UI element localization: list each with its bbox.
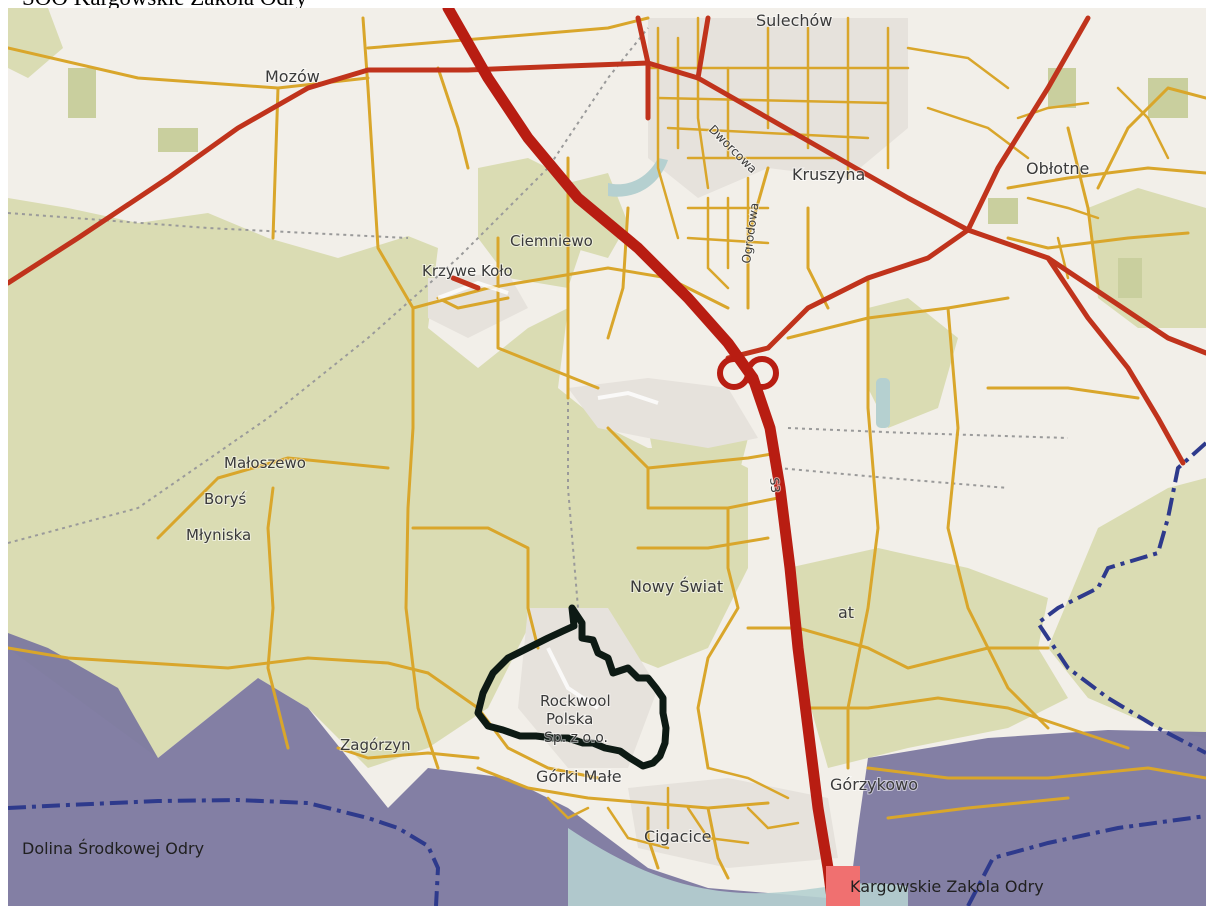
industrial-roads (437, 280, 659, 710)
label-ciemniewo: Ciemniewo (510, 232, 593, 250)
label-mlyniska: Młyniska (186, 526, 251, 544)
label-rockwool-3: Sp. z o.o. (544, 730, 608, 746)
place-labels: Sulechów Mozów Kruszyna Obłotne Ciemniew… (185, 10, 1090, 847)
town-grid-cigacice (546, 766, 800, 850)
label-maloszewo: Małoszewo (224, 454, 306, 472)
map-canvas[interactable]: Sulechów Mozów Kruszyna Obłotne Ciemniew… (8, 8, 1206, 906)
river-odra (568, 828, 908, 906)
forest-patches (68, 68, 1188, 298)
label-cigacice: Cigacice (644, 827, 711, 846)
label-mozow: Mozów (265, 67, 320, 86)
railway-lines (8, 27, 1069, 609)
label-road-number: S3 (767, 477, 783, 494)
label-rockwool-1: Rockwool (540, 692, 611, 710)
water-features (608, 158, 890, 428)
trunk-road-s3 (442, 8, 839, 906)
town-grid-sulechow (646, 16, 1030, 290)
label-rockwool-2: Polska (546, 710, 593, 728)
label-oblotne: Obłotne (1026, 159, 1089, 178)
natura-area-kargowskie (848, 730, 1206, 906)
label-dolina-srodkowej-odry: Dolina Środkowej Odry (22, 839, 204, 858)
label-kruszyna: Kruszyna (792, 165, 865, 184)
label-at: at (838, 603, 854, 622)
map-caption: SOO Kargowskie Zakola Odry (22, 0, 307, 10)
label-borys: Boryś (204, 490, 247, 508)
map-viewport[interactable]: Sulechów Mozów Kruszyna Obłotne Ciemniew… (8, 8, 1206, 906)
protected-boundary (8, 441, 1206, 906)
label-nowy-swiat: Nowy Świat (630, 577, 723, 596)
label-gorki-male: Górki Małe (536, 767, 622, 786)
label-kargowskie-zakola-odry: Kargowskie Zakola Odry (850, 877, 1044, 896)
highlight-zone (826, 866, 860, 906)
forest-areas (8, 8, 1206, 768)
interchange (717, 356, 779, 390)
natura-area-dolina (8, 633, 828, 906)
label-sulechow: Sulechów (756, 11, 832, 30)
area-labels: Dolina Środkowej Odry Kargowskie Zakola … (22, 839, 1044, 896)
label-krzywe-kolo: Krzywe Koło (422, 262, 513, 280)
label-gorzykowo: Górzykowo (830, 775, 918, 794)
label-zagorzyn: Zagórzyn (340, 736, 411, 754)
rockwool-outline[interactable] (474, 604, 670, 770)
